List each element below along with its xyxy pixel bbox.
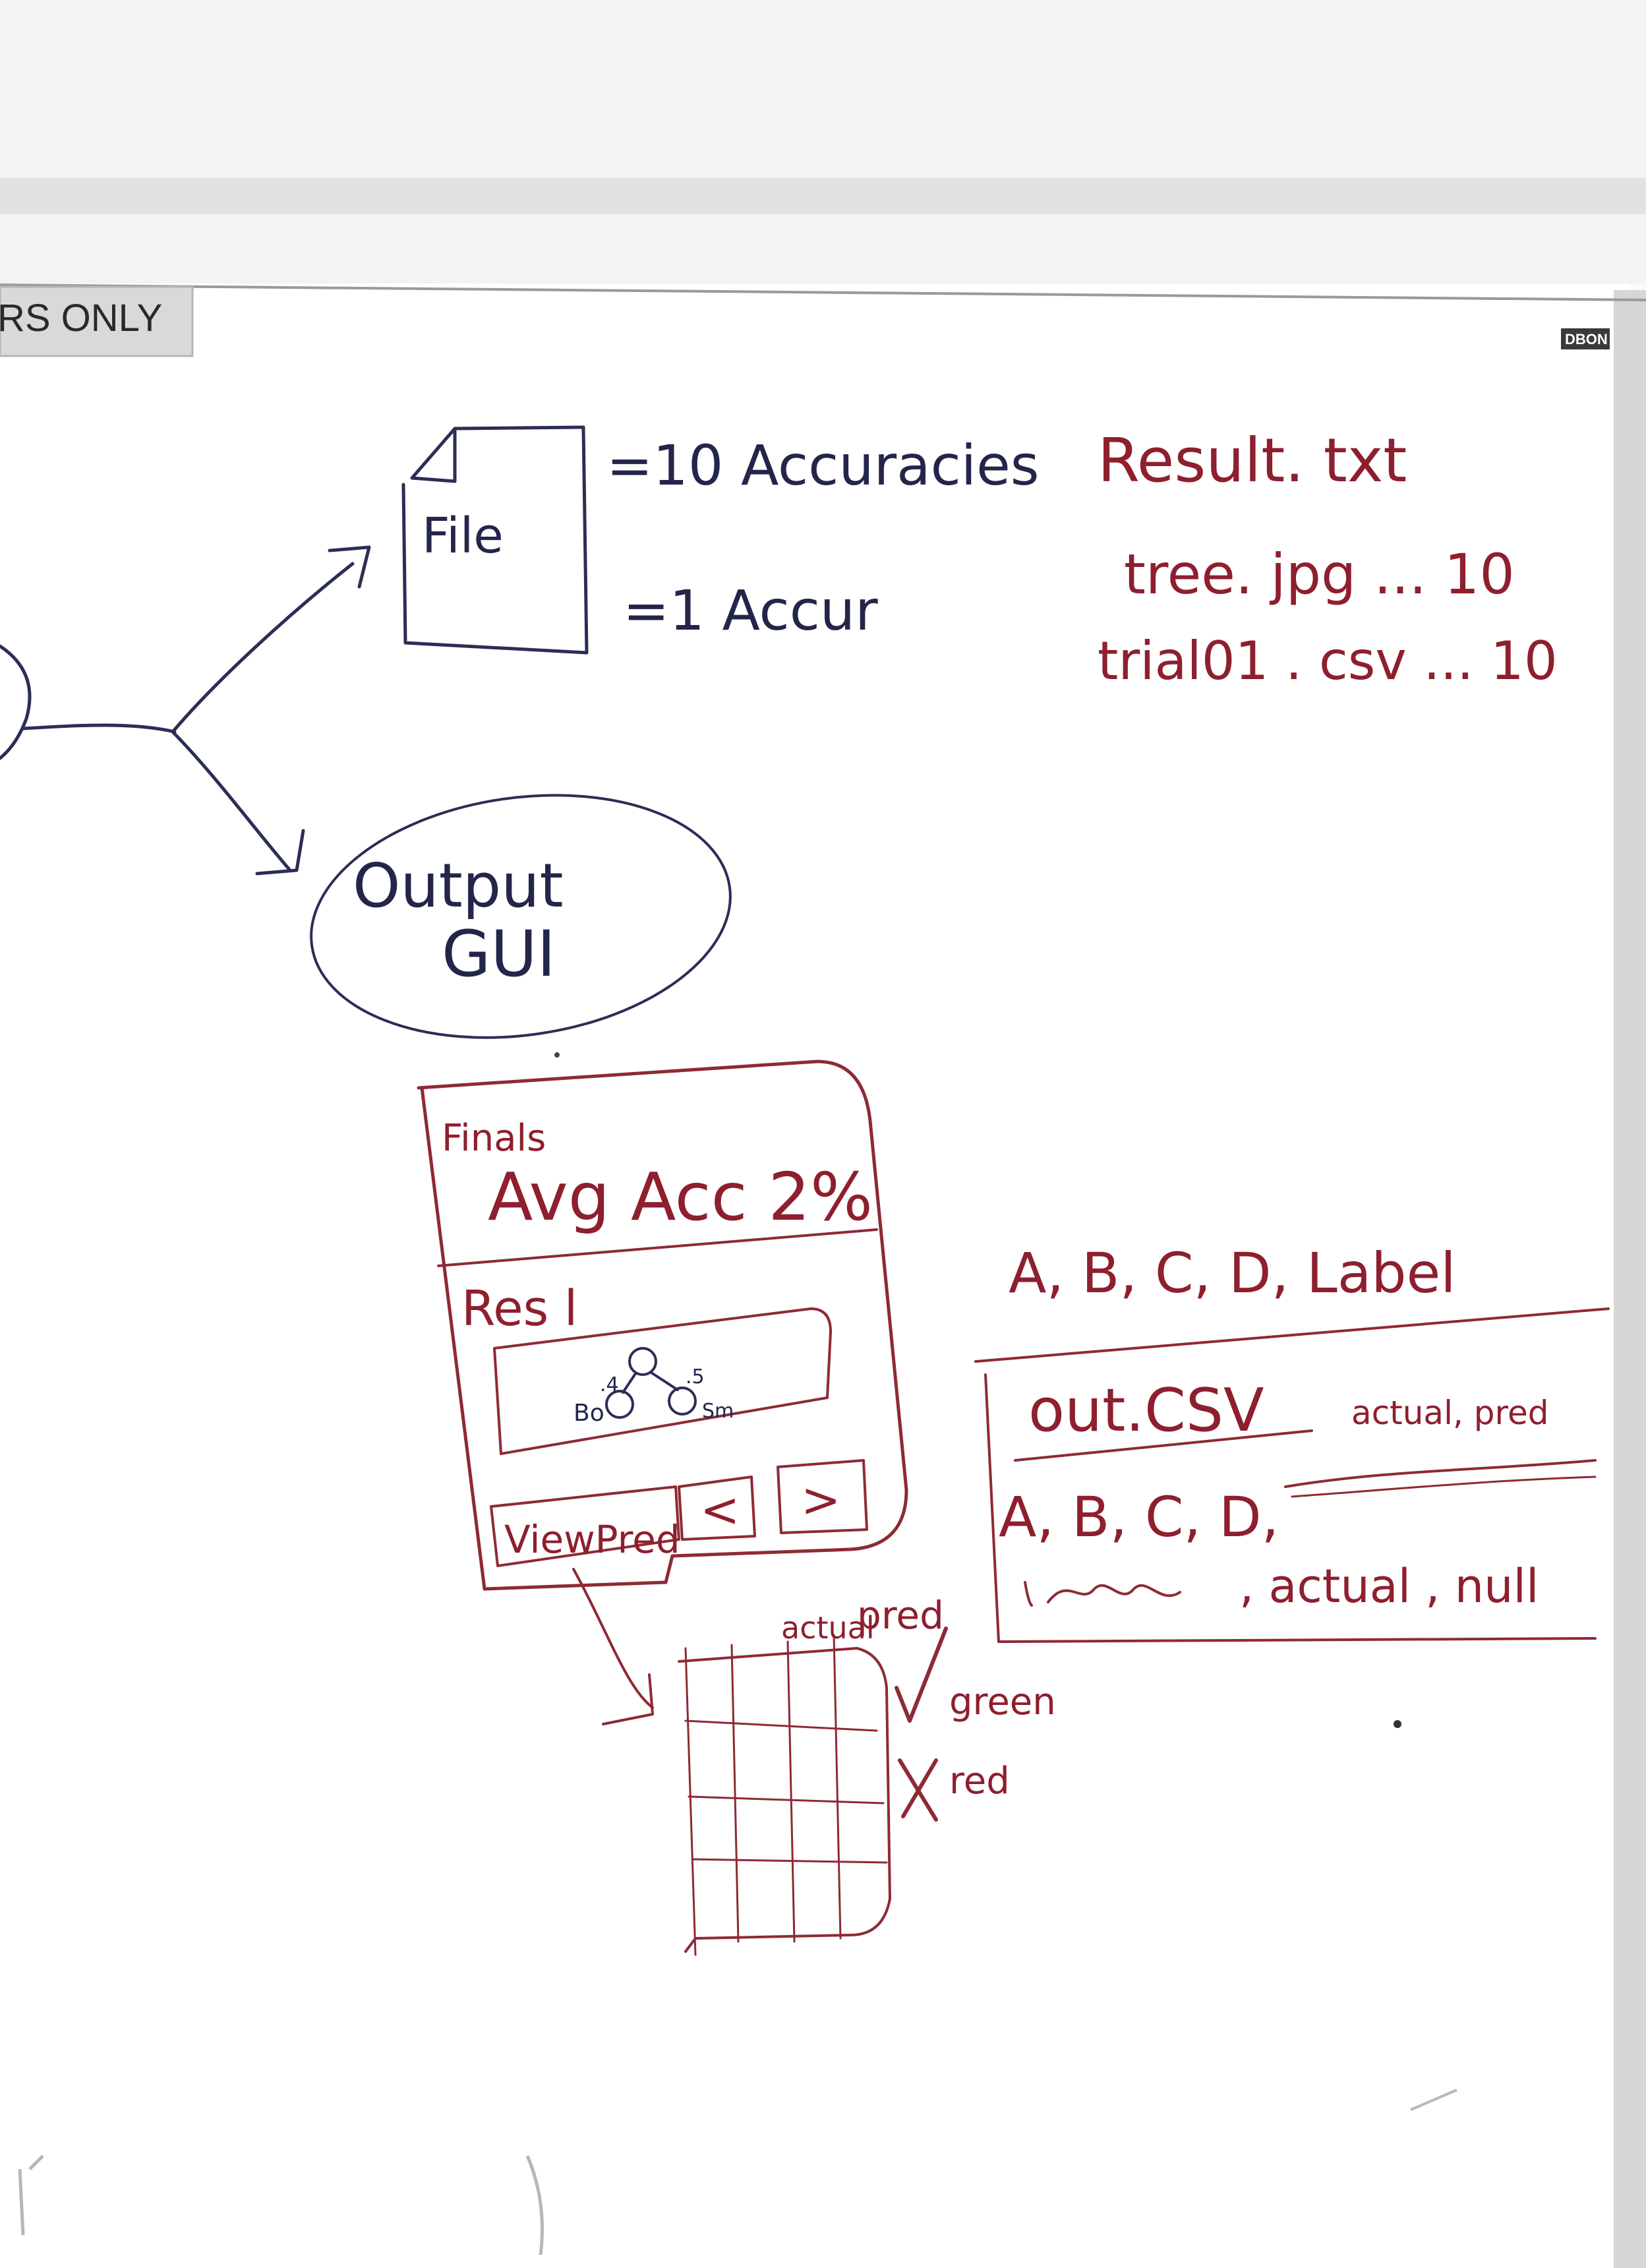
csv-note: A, B, C, D, Label out.CSV actual, pred A… [974,1241,1610,1643]
results-line-1: tree. jpg ... 10 [1124,542,1515,607]
mockup-tree: .4 .5 Bo Sm [573,1347,734,1427]
gui-mockup: Finals Avg Acc 2% Res l .4 .5 Bo Sm View… [417,1059,908,1591]
one-accuracy-text: =1 Accur [623,578,878,643]
view-pred-button-label: ViewPred [504,1517,680,1562]
ten-accuracies-text: =10 Accuracies [606,433,1040,498]
x-mark-icon [898,1758,938,1822]
board-surface [0,284,1628,2268]
sign: RS ONLY [0,285,194,357]
check-icon [895,1626,948,1723]
prev-button-label: < [700,1482,740,1537]
view-pred-button[interactable]: ViewPred [490,1485,680,1567]
arrow-to-file-head [328,545,371,589]
bottom-mark-right [1410,2089,1457,2111]
results-line-2: trial01 . csv ... 10 [1098,630,1558,692]
grid-col-actual: actual [781,1610,875,1646]
arrow-to-gui [171,730,292,872]
board-top-frame [0,178,1646,214]
board-dot-2 [554,1052,560,1058]
csv-header: A, B, C, D, [999,1485,1279,1549]
arrow-to-grid-head [602,1673,654,1725]
board-dot [1394,1720,1401,1728]
tree-node-c: Bo [573,1400,604,1427]
board-right-frame [1614,290,1646,2268]
file-label: File [422,508,504,564]
grid-col-pred: pred [857,1593,944,1638]
next-button-label: > [801,1472,840,1528]
arrow-to-grid [572,1568,654,1709]
check-label: green [949,1681,1056,1723]
prev-button[interactable]: < [678,1476,756,1541]
arrow-to-file [171,562,355,734]
tree-node-b: .5 [686,1365,705,1388]
file-icon: File [401,425,589,655]
brand-badge: DBON [1561,328,1610,349]
brand-text: DBON [1565,331,1608,347]
next-button[interactable]: > [777,1459,868,1534]
results-title: Result. txt [1098,425,1407,496]
output-gui-line-2: GUI [442,917,556,991]
mockup-avg-acc: Avg Acc 2% [488,1158,873,1236]
tree-node-a: .4 [600,1373,619,1396]
sign-text: RS ONLY [0,297,162,340]
bottom-mark-left [18,2155,44,2236]
tree-node-d: Sm [702,1400,734,1423]
board-top-edge [0,284,1646,301]
pred-grid: actual pred green red [678,1593,1056,1956]
csv-row: , actual , null [1239,1559,1539,1613]
connector-line [21,723,177,734]
bottom-mark-mid [525,2155,544,2255]
mockup-final-label: Finals [442,1117,546,1160]
csv-filename: out.CSV [1028,1376,1264,1445]
x-mark-label: red [949,1760,1010,1803]
csv-header-right: actual, pred [1351,1394,1548,1432]
output-gui-node: Output GUI [310,794,732,1039]
arrow-to-gui-head [255,829,305,876]
mockup-result-label: Res l [461,1280,577,1337]
wall [0,0,1646,284]
output-gui-line-1: Output [353,850,564,921]
csv-columns: A, B, C, D, Label [1009,1241,1456,1305]
left-node-edge [0,644,32,760]
